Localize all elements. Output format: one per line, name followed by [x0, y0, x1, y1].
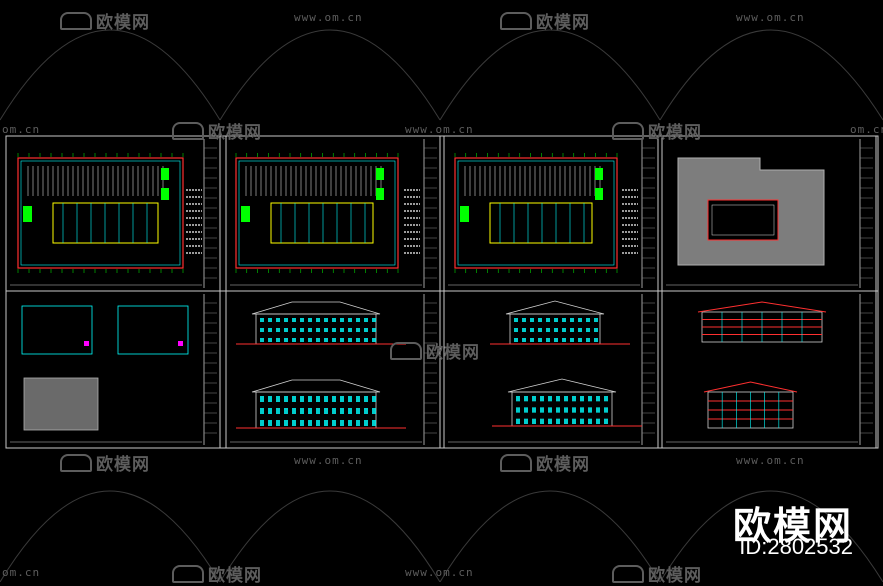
floor-plan-drawing [235, 153, 399, 273]
elevation-drawing [236, 301, 406, 345]
drawing-sheet [443, 290, 659, 449]
section-drawing [703, 381, 798, 429]
sofa-logo-icon [60, 454, 92, 472]
watermark-brand-3: 欧模网 [172, 118, 262, 143]
watermark-brand-5: 欧模网 [390, 338, 480, 363]
watermark-url-1: www.om.cn [294, 11, 363, 24]
roof-plan-drawing [677, 157, 825, 266]
small-plans-drawing [21, 305, 189, 431]
watermark-brand-1: 欧模网 [60, 8, 150, 33]
watermark-url-2: www.om.cn [736, 11, 805, 24]
sofa-logo-icon [390, 342, 422, 360]
watermark-url-4: www.om.cn [405, 123, 474, 136]
brand-badge-id: ID:2802532 [739, 534, 853, 559]
sofa-logo-icon [612, 565, 644, 583]
watermark-url-3: om.cn [2, 123, 41, 136]
drawing-sheet [5, 290, 221, 449]
watermark-url-5: om.cn [850, 123, 883, 136]
drawing-sheet [661, 290, 877, 449]
watermark-brand-2: 欧模网 [500, 8, 590, 33]
brand-badge-title: 欧模网 [732, 504, 853, 548]
sofa-logo-icon [172, 122, 204, 140]
sofa-logo-icon [612, 122, 644, 140]
sofa-logo-icon [172, 565, 204, 583]
watermark-brand-8: 欧模网 [172, 561, 262, 586]
floor-plan-drawing [17, 153, 184, 273]
watermark-brand-6: 欧模网 [60, 450, 150, 475]
watermark-brand-7: 欧模网 [500, 450, 590, 475]
floor-plan-drawing [454, 153, 618, 273]
sofa-logo-icon [500, 12, 532, 30]
drawing-sheet [225, 290, 441, 449]
elevation-drawing [490, 300, 630, 345]
section-drawing [697, 301, 827, 343]
sofa-logo-icon [500, 454, 532, 472]
watermark-url-9: www.om.cn [405, 566, 474, 579]
watermark-url-7: www.om.cn [736, 454, 805, 467]
watermark-brand-4: 欧模网 [612, 118, 702, 143]
watermark-url-6: www.om.cn [294, 454, 363, 467]
sofa-logo-icon [60, 12, 92, 30]
watermark-arcs [0, 29, 883, 582]
elevation-drawing [492, 378, 642, 427]
watermark-url-8: om.cn [2, 566, 41, 579]
elevation-drawing [236, 379, 406, 429]
watermark-brand-9: 欧模网 [612, 561, 702, 586]
